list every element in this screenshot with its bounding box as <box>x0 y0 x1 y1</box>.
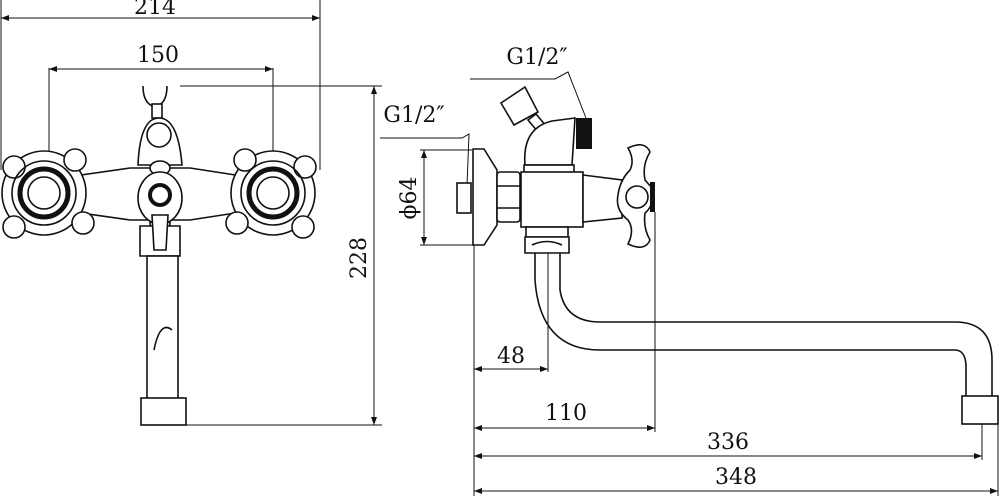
dimension-348: 348 <box>715 465 757 490</box>
dimension-phi64: ϕ64 <box>397 177 422 220</box>
dimension-336: 336 <box>707 430 749 455</box>
front-view: 214 150 228 <box>0 0 382 426</box>
outlet-thread-label: G1/2″ <box>506 45 567 70</box>
right-handle <box>225 148 317 239</box>
dimension-48: 48 <box>497 344 525 369</box>
dimension-110: 110 <box>545 401 587 426</box>
inlet-thread-label: G1/2″ <box>383 103 444 128</box>
dimension-150: 150 <box>137 43 179 68</box>
dimension-214: 214 <box>134 0 176 20</box>
dimension-228: 228 <box>347 237 372 279</box>
side-view: ϕ64 G1/2″ G1/2″ <box>380 45 999 496</box>
left-handle <box>1 148 95 239</box>
